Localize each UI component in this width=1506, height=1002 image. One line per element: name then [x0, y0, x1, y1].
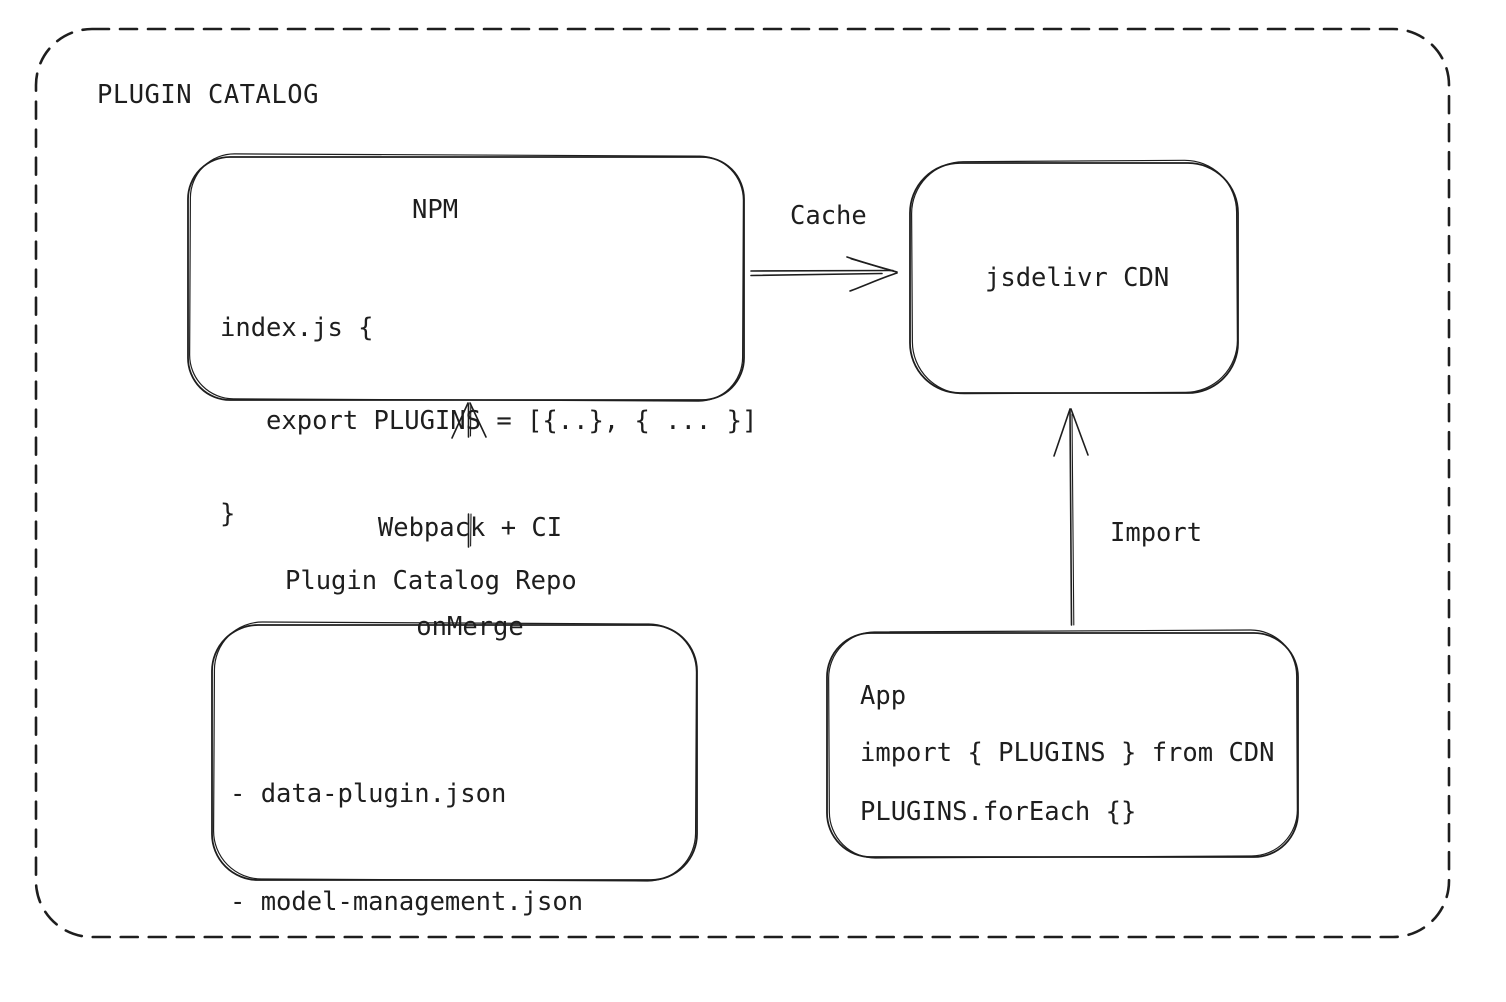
cache-arrow: [750, 256, 898, 292]
webpack-arrow-label: Webpack + CI onMerge: [377, 446, 563, 710]
import-arrow: [1053, 408, 1089, 626]
npm-code-block: index.js { export PLUGINS = [{..}, { ...…: [220, 251, 757, 592]
webpack-arrow-label-line: onMerge: [416, 612, 524, 642]
diagram-title: PLUGIN CATALOG: [97, 80, 319, 110]
repo-file-item: - data-plugin.json: [230, 779, 507, 809]
npm-code-line: export PLUGINS = [{..}, { ... }]: [220, 406, 758, 436]
repo-node-box: [211, 621, 698, 882]
import-arrow-label: Import: [1110, 518, 1203, 548]
cdn-node-box: [909, 159, 1239, 395]
repo-node-label: Plugin Catalog Repo: [285, 566, 577, 596]
webpack-arrow: [451, 402, 487, 548]
npm-node-box: [187, 153, 745, 402]
repo-file-list: - data-plugin.json - model-management.js…: [230, 704, 583, 1002]
catalog-frame: [34, 27, 1451, 939]
app-code-line: import { PLUGINS } from CDN: [860, 738, 1275, 768]
app-node-box: [826, 629, 1299, 859]
npm-node-title: NPM: [412, 195, 459, 225]
webpack-arrow-label-line: Webpack + CI: [377, 513, 563, 543]
app-node-title: App: [860, 681, 907, 711]
repo-file-item: ...: [230, 992, 583, 1002]
repo-file-item: - model-management.json: [230, 887, 584, 917]
app-code-line: PLUGINS.forEach {}: [860, 797, 1137, 827]
cdn-node-label: jsdelivr CDN: [985, 263, 1170, 293]
cache-arrow-label: Cache: [790, 201, 867, 231]
npm-code-line: index.js {: [220, 313, 374, 343]
npm-code-line: }: [220, 499, 236, 529]
